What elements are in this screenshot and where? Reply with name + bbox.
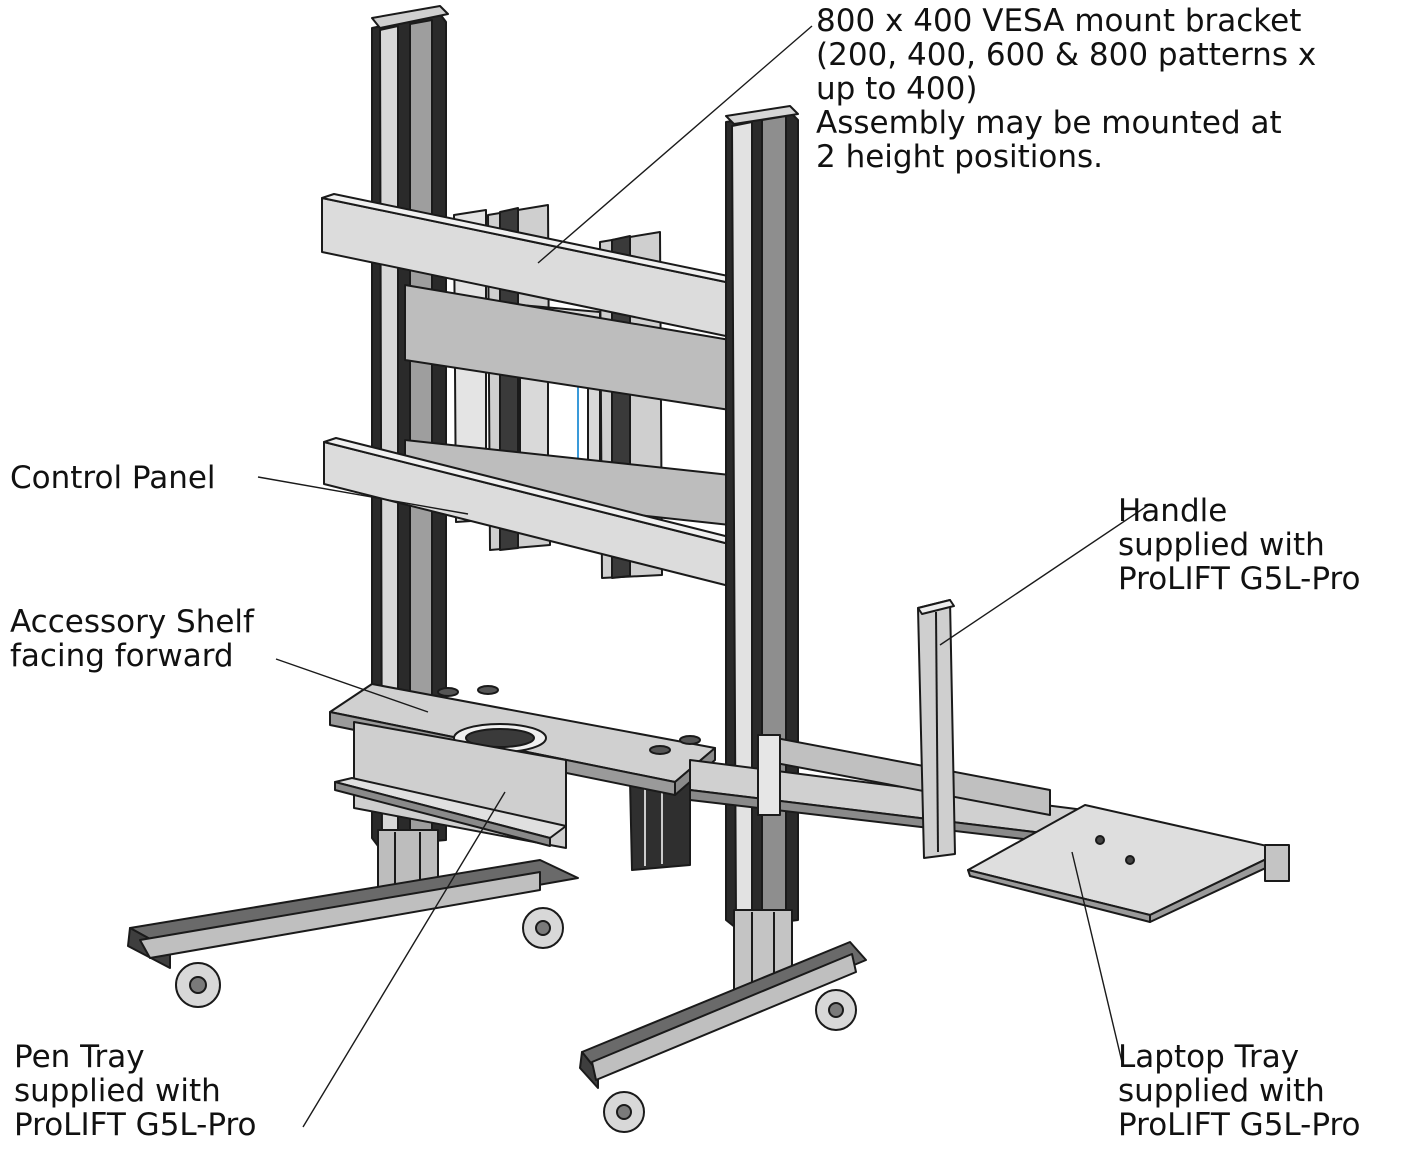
laptop-tray	[967, 804, 1290, 923]
laptop-tray-leader-line	[1071, 851, 1123, 1063]
control-panel-callout-line-1: Control Panel	[10, 460, 216, 496]
control-panel-callout: Control Panel	[10, 461, 216, 495]
shelf-callout-line-1: Accessory Shelf	[10, 604, 254, 640]
pen-tray-callout-line-3: ProLIFT G5L-Pro	[14, 1107, 257, 1143]
handle-callout-line-3: ProLIFT G5L-Pro	[1118, 561, 1361, 597]
pen-tray-callout-line-1: Pen Tray	[14, 1039, 145, 1075]
accessory-shelf-callout: Accessory Shelf facing forward	[10, 605, 254, 673]
shelf-callout-line-2: facing forward	[10, 638, 234, 674]
vesa-callout-line-4: Assembly may be mounted at	[816, 105, 1282, 141]
pen-tray-callout-line-2: supplied with	[14, 1073, 221, 1109]
laptop-tray-callout-line-3: ProLIFT G5L-Pro	[1118, 1107, 1361, 1143]
center-lift-assembly	[404, 204, 731, 871]
handle	[917, 599, 956, 859]
rear-base-foot	[127, 859, 579, 1008]
pen-tray-callout: Pen Tray supplied with ProLIFT G5L-Pro	[14, 1040, 257, 1142]
front-right-column	[725, 105, 799, 991]
laptop-tray-callout: Laptop Tray supplied with ProLIFT G5L-Pr…	[1118, 1040, 1361, 1142]
laptop-tray-callout-line-2: supplied with	[1118, 1073, 1325, 1109]
vesa-callout-line-2: (200, 400, 600 & 800 patterns x	[816, 37, 1317, 73]
handle-callout-line-2: supplied with	[1118, 527, 1325, 563]
vesa-callout-line-5: 2 height positions.	[816, 139, 1104, 175]
control-panel-leader-line	[257, 476, 469, 515]
vesa-callout-line-1: 800 x 400 VESA mount bracket	[816, 3, 1302, 39]
laptop-tray-callout-line-1: Laptop Tray	[1118, 1039, 1300, 1075]
front-base-foot	[579, 941, 867, 1133]
leader-lines	[257, 25, 1151, 1128]
handle-callout: Handle supplied with ProLIFT G5L-Pro	[1118, 494, 1361, 596]
shelf-leader-line	[275, 658, 429, 713]
pen-tray-leader-line	[302, 791, 506, 1128]
vesa-bracket-callout: 800 x 400 VESA mount bracket (200, 400, …	[816, 4, 1316, 174]
handle-callout-line-1: Handle	[1118, 493, 1228, 529]
vesa-leader-line	[537, 25, 813, 264]
vesa-callout-line-3: up to 400)	[816, 71, 978, 107]
handle-leader-line	[939, 503, 1151, 646]
pen-tray	[334, 777, 567, 847]
